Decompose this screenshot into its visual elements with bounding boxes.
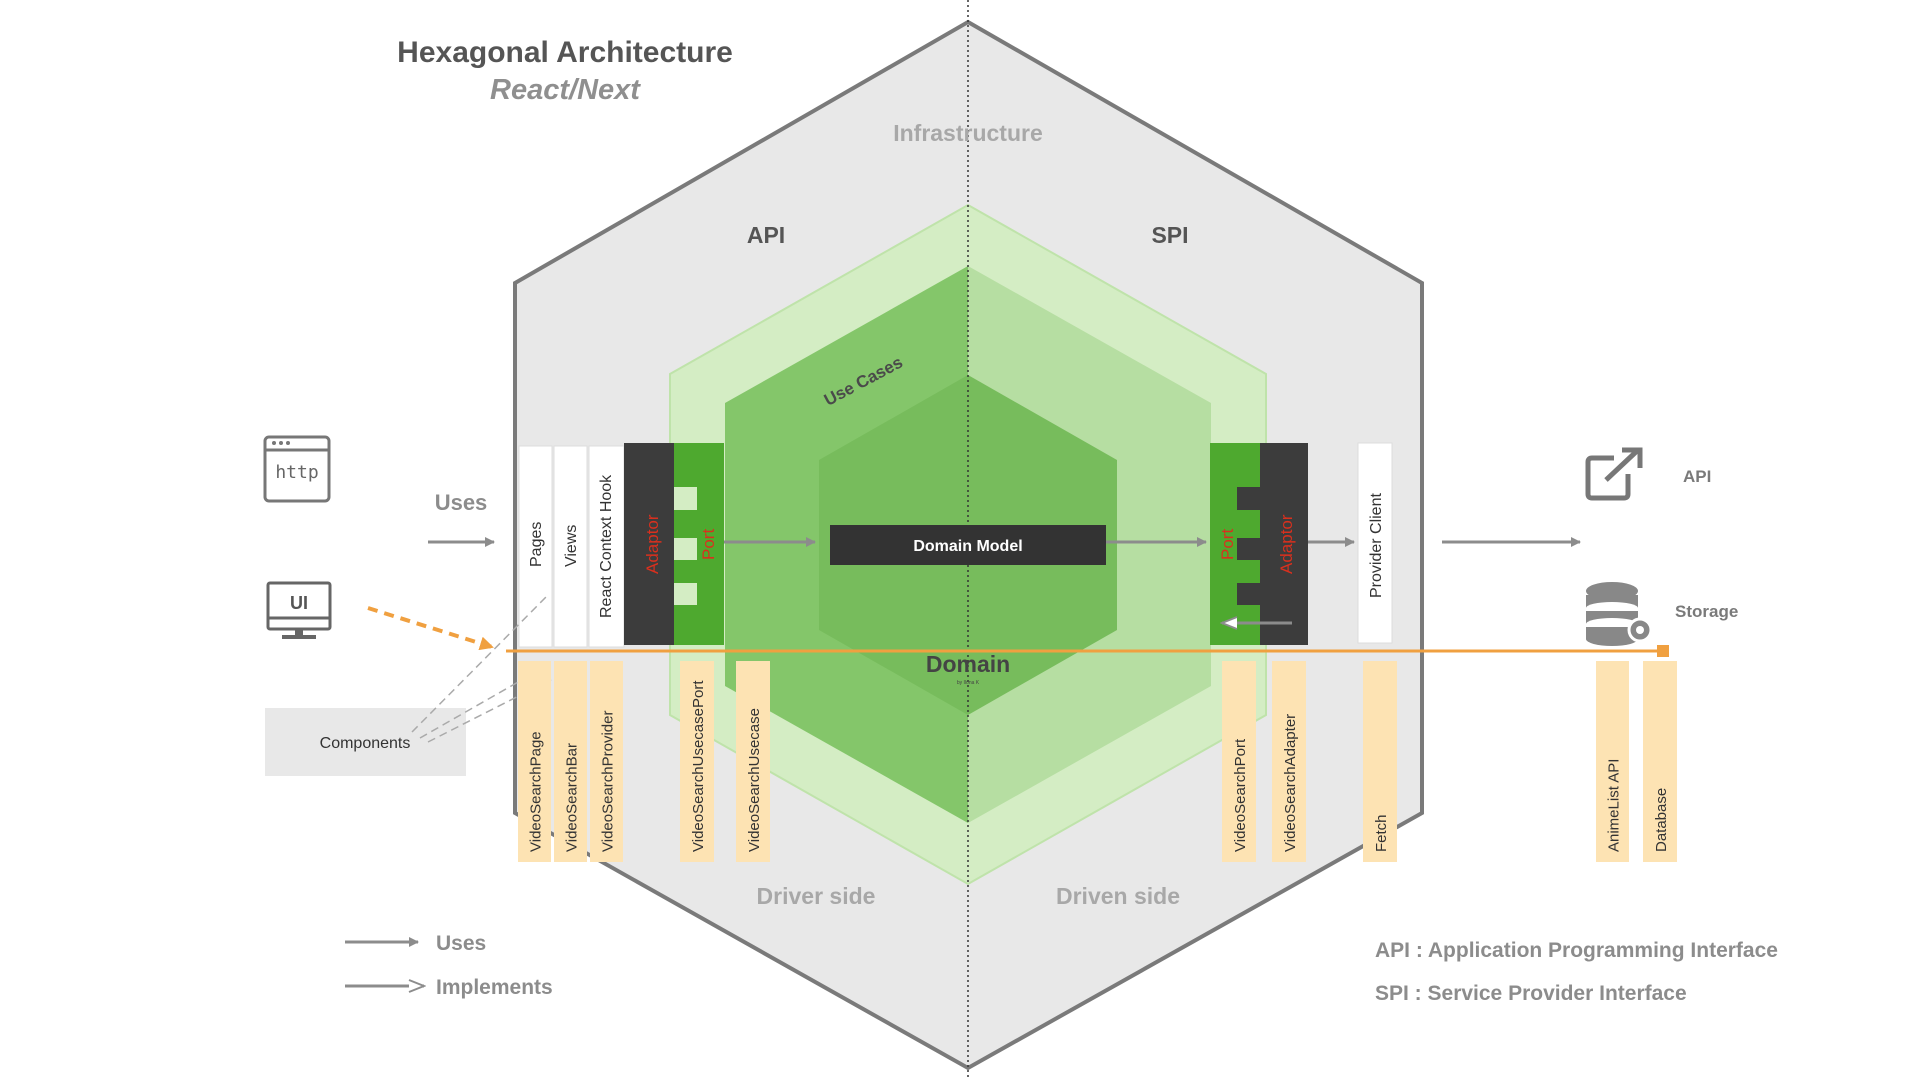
left-port-block [674,443,724,645]
storage-database-icon [1586,582,1653,646]
provider-client-label: Provider Client [1368,493,1385,598]
tag-label-database: Database [1653,788,1670,852]
tag-label-videosearchpage: VideoSearchPage [528,731,545,852]
page-title: Hexagonal Architecture [397,36,733,69]
tag-box-database [1643,661,1677,862]
api-external-label: API [1683,467,1711,486]
domain-label: Domain [926,651,1010,677]
views-layer [553,445,588,648]
tag-box-videosearchusecaseport [680,661,714,862]
tag-box-videosearchadapter [1272,661,1306,862]
left-port-label: Port [699,529,718,560]
legend-uses-label: Uses [436,932,486,955]
driver-side-label: Driver side [757,883,876,909]
tag-label-animelist-api: AnimeList API [1606,759,1623,852]
left-adaptor-block [624,443,674,645]
storage-label: Storage [1675,602,1738,621]
ui-monitor-icon: UI [266,581,332,639]
provider-client-box [1357,442,1393,644]
tag-box-animelist-api [1596,661,1629,862]
driven-side-label: Driven side [1056,883,1180,909]
tag-box-fetch [1363,661,1397,862]
tag-box-videosearchport [1222,661,1256,862]
right-adaptor-label: Adaptor [1277,514,1296,574]
api-definition: API : Application Programming Interface [1375,939,1778,962]
tag-box-videosearchpage [518,661,551,862]
legend-implements-label: Implements [436,976,553,999]
components-box [265,708,466,776]
tag-label-videosearchusecase: VideoSearchUsecase [746,708,763,852]
pages-label: Pages [528,522,545,567]
tag-label-videosearchbar: VideoSearchBar [564,743,581,852]
domain-model-label: Domain Model [913,538,1022,555]
ui-to-components-arrow [367,606,494,651]
spi-zone-label: SPI [1151,222,1188,248]
tag-box-videosearchbar [554,661,587,862]
left-layers: Pages Views React Context Hook [518,445,625,648]
page-subtitle: React/Next [490,74,641,106]
tag-label-fetch: Fetch [1373,814,1390,852]
react-context-hook-layer [588,445,625,648]
components-label: Components [320,735,411,752]
spi-definition: SPI : Service Provider Interface [1375,982,1687,1005]
domain-author-label: by Ilona K [957,680,980,686]
external-link-icon [1585,447,1643,501]
tag-label-videosearchadapter: VideoSearchAdapter [1282,714,1299,852]
tag-label-videosearchprovider: VideoSearchProvider [600,711,617,852]
http-icon: http [263,435,331,503]
right-adaptor-block [1237,443,1308,645]
tags-layer: VideoSearchPage VideoSearchBar VideoSearch… [518,661,1677,862]
tag-box-videosearchprovider [590,661,623,862]
infrastructure-label: Infrastructure [893,120,1043,146]
domain-model-box [830,525,1106,565]
left-adaptor-label: Adaptor [643,514,662,574]
react-context-hook-label: React Context Hook [598,474,615,618]
tag-label-videosearchusecaseport: VideoSearchUsecasePort [690,680,707,852]
uses-label: Uses [435,490,488,515]
ui-icon-text: UI [290,593,308,613]
views-label: Views [563,525,580,567]
pages-layer [518,445,553,648]
tag-box-videosearchusecase [736,661,770,862]
http-icon-text: http [275,462,318,483]
tag-label-videosearchport: VideoSearchPort [1232,738,1249,852]
orange-connector-end [1657,645,1669,657]
right-port-label: Port [1218,529,1237,560]
components-link-1 [411,594,549,733]
api-zone-label: API [747,222,785,248]
